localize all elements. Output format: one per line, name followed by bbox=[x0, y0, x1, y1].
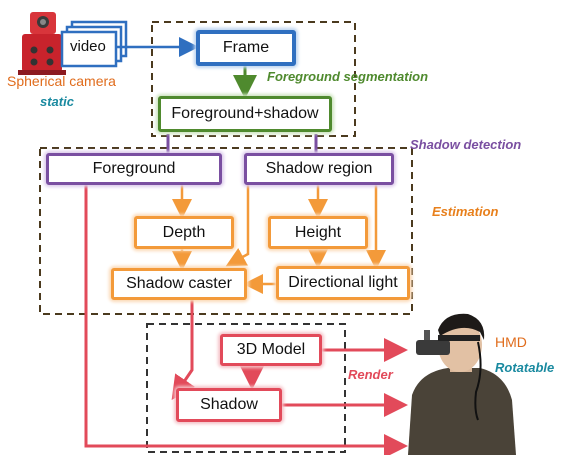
foreground-segmentation-label: Foreground segmentation bbox=[267, 69, 429, 84]
shadow-node: Shadow bbox=[176, 388, 282, 422]
shadow-detection-label: Shadow detection bbox=[410, 137, 522, 152]
height-node: Height bbox=[268, 216, 368, 249]
shadow-caster-label: Shadow caster bbox=[126, 275, 232, 292]
video-label: video bbox=[70, 38, 106, 55]
foreground-shadow-node: Foreground+shadow bbox=[158, 96, 332, 132]
directional-light-label: Directional light bbox=[288, 274, 398, 291]
shadowregion-to-shadowcaster-arrow bbox=[225, 185, 250, 267]
directional-light-node: Directional light bbox=[276, 266, 410, 300]
shadow-estimation-region bbox=[39, 147, 413, 315]
estimation-label: Estimation bbox=[432, 204, 499, 219]
foreground-shadow-label: Foreground+shadow bbox=[171, 105, 319, 122]
model-3d-label: 3D Model bbox=[236, 341, 306, 358]
foreground-label: Foreground bbox=[92, 160, 176, 177]
camera-mode: static bbox=[40, 94, 74, 109]
camera-title: Spherical camera bbox=[7, 73, 116, 89]
depth-label: Depth bbox=[162, 223, 206, 241]
depth-node: Depth bbox=[134, 216, 234, 249]
shadow-region-node: Shadow region bbox=[244, 153, 394, 185]
shadowcaster-to-shadow-arrow bbox=[171, 300, 196, 400]
frame-node: Frame bbox=[196, 30, 296, 66]
shadow-caster-node: Shadow caster bbox=[111, 268, 247, 300]
hmd-title: HMD bbox=[495, 334, 527, 350]
foreground-node: Foreground bbox=[46, 153, 222, 185]
frame-label: Frame bbox=[222, 39, 270, 56]
foreground-to-hmd-arrow bbox=[84, 185, 408, 455]
spherical-camera-icon bbox=[18, 12, 66, 75]
person-hmd-image bbox=[408, 313, 516, 455]
shadow-label: Shadow bbox=[200, 396, 258, 413]
foreground-segmentation-region bbox=[151, 21, 356, 137]
shadow-region-label: Shadow region bbox=[265, 160, 373, 177]
render-region bbox=[146, 323, 346, 453]
hmd-mode: Rotatable bbox=[495, 360, 555, 375]
render-label: Render bbox=[348, 367, 393, 382]
model-3d-node: 3D Model bbox=[220, 334, 322, 366]
height-label: Height bbox=[294, 223, 342, 241]
video-frames-icon bbox=[60, 20, 128, 68]
